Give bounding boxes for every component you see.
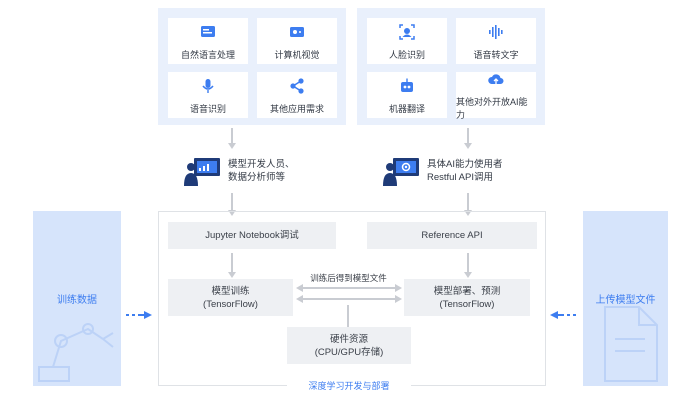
arrow-down-icon: [464, 272, 472, 278]
box-line: 硬件资源: [329, 333, 368, 345]
ai-user-role-box: 具体AI能力使用者 Restful API调用: [367, 153, 537, 189]
card-label: 其他对外开放AI能力: [456, 96, 528, 120]
developer-role-box: 模型开发人员、 数据分析师等: [168, 153, 336, 189]
ai-user-icon: [383, 158, 419, 186]
role-line: 数据分析师等: [228, 172, 286, 183]
cloud-upload-icon: [485, 70, 507, 90]
card-nlp[interactable]: 自然语言处理: [168, 18, 248, 64]
training-data-panel: 训练数据: [33, 211, 121, 386]
role-line: 具体AI能力使用者: [427, 159, 503, 170]
model-training-box[interactable]: 模型训练 (TensorFlow): [168, 279, 293, 316]
card-label: 语音转文字: [473, 50, 519, 60]
arrow-left-icon: [550, 311, 576, 319]
reference-api-box[interactable]: Reference API: [367, 222, 537, 249]
hardware-resources-box[interactable]: 硬件资源 (CPU/GPU存储): [287, 327, 411, 364]
arrow-down-icon: [228, 210, 236, 216]
microphone-icon: [197, 75, 219, 97]
box-line: (CPU/GPU存储): [314, 346, 384, 358]
arrow-right-icon: [126, 311, 152, 319]
connector: [467, 253, 469, 273]
box-label: Jupyter Notebook调试: [205, 230, 299, 241]
card-label: 其他应用需求: [269, 104, 324, 114]
connector: [231, 253, 233, 273]
card-face-recognition[interactable]: 人脸识别: [367, 18, 447, 64]
training-deploy-label: 训练后得到模型文件: [310, 273, 387, 283]
card-label: 计算机视觉: [274, 50, 320, 60]
role-line: 模型开发人员、: [228, 159, 295, 170]
box-line: 模型训练: [211, 285, 250, 297]
card-speech-to-text[interactable]: 语音转文字: [456, 18, 536, 64]
card-label: 语音识别: [189, 104, 226, 114]
connector: [231, 193, 233, 211]
box-line: (TensorFlow): [439, 298, 495, 310]
box-line: (TensorFlow): [203, 298, 258, 310]
nlp-icon: [197, 21, 219, 43]
ai-user-role-text: 具体AI能力使用者 Restful API调用: [427, 158, 502, 184]
file-icon: [604, 306, 658, 382]
card-other-applications[interactable]: 其他应用需求: [257, 72, 337, 118]
robot-arm-icon: [38, 323, 114, 382]
upload-model-panel: 上传模型文件: [583, 211, 668, 386]
arrow-down-icon: [464, 143, 472, 149]
bidirectional-arrow-icon: [296, 284, 402, 303]
computer-vision-icon: [286, 21, 308, 43]
connector: [347, 305, 349, 327]
arrow-down-icon: [228, 143, 236, 149]
card-label: 人脸识别: [388, 50, 425, 60]
arrow-down-icon: [464, 210, 472, 216]
developer-icon: [184, 158, 220, 186]
box-line: 模型部署、预测: [433, 285, 501, 297]
share-nodes-icon: [286, 75, 308, 97]
box-label: Reference API: [421, 230, 483, 241]
role-line: Restful API调用: [427, 172, 493, 183]
side-label: 上传模型文件: [595, 295, 656, 306]
jupyter-notebook-box[interactable]: Jupyter Notebook调试: [168, 222, 336, 249]
voice-wave-icon: [485, 21, 507, 43]
platform-caption: 深度学习开发与部署: [287, 379, 411, 392]
card-other-ai-capabilities[interactable]: 其他对外开放AI能力: [456, 70, 536, 120]
side-label: 训练数据: [57, 295, 97, 306]
connector: [467, 128, 469, 144]
arrow-down-icon: [228, 272, 236, 278]
robot-icon: [396, 75, 418, 97]
connector: [231, 128, 233, 144]
card-computer-vision[interactable]: 计算机视觉: [257, 18, 337, 64]
developer-role-text: 模型开发人员、 数据分析师等: [228, 158, 295, 184]
face-scan-icon: [396, 21, 418, 43]
model-deploy-box[interactable]: 模型部署、预测 (TensorFlow): [404, 279, 530, 316]
card-speech-recognition[interactable]: 语音识别: [168, 72, 248, 118]
card-machine-translation[interactable]: 机器翻译: [367, 72, 447, 118]
card-label: 自然语言处理: [180, 50, 235, 60]
connector: [467, 193, 469, 211]
card-label: 机器翻译: [388, 104, 425, 114]
